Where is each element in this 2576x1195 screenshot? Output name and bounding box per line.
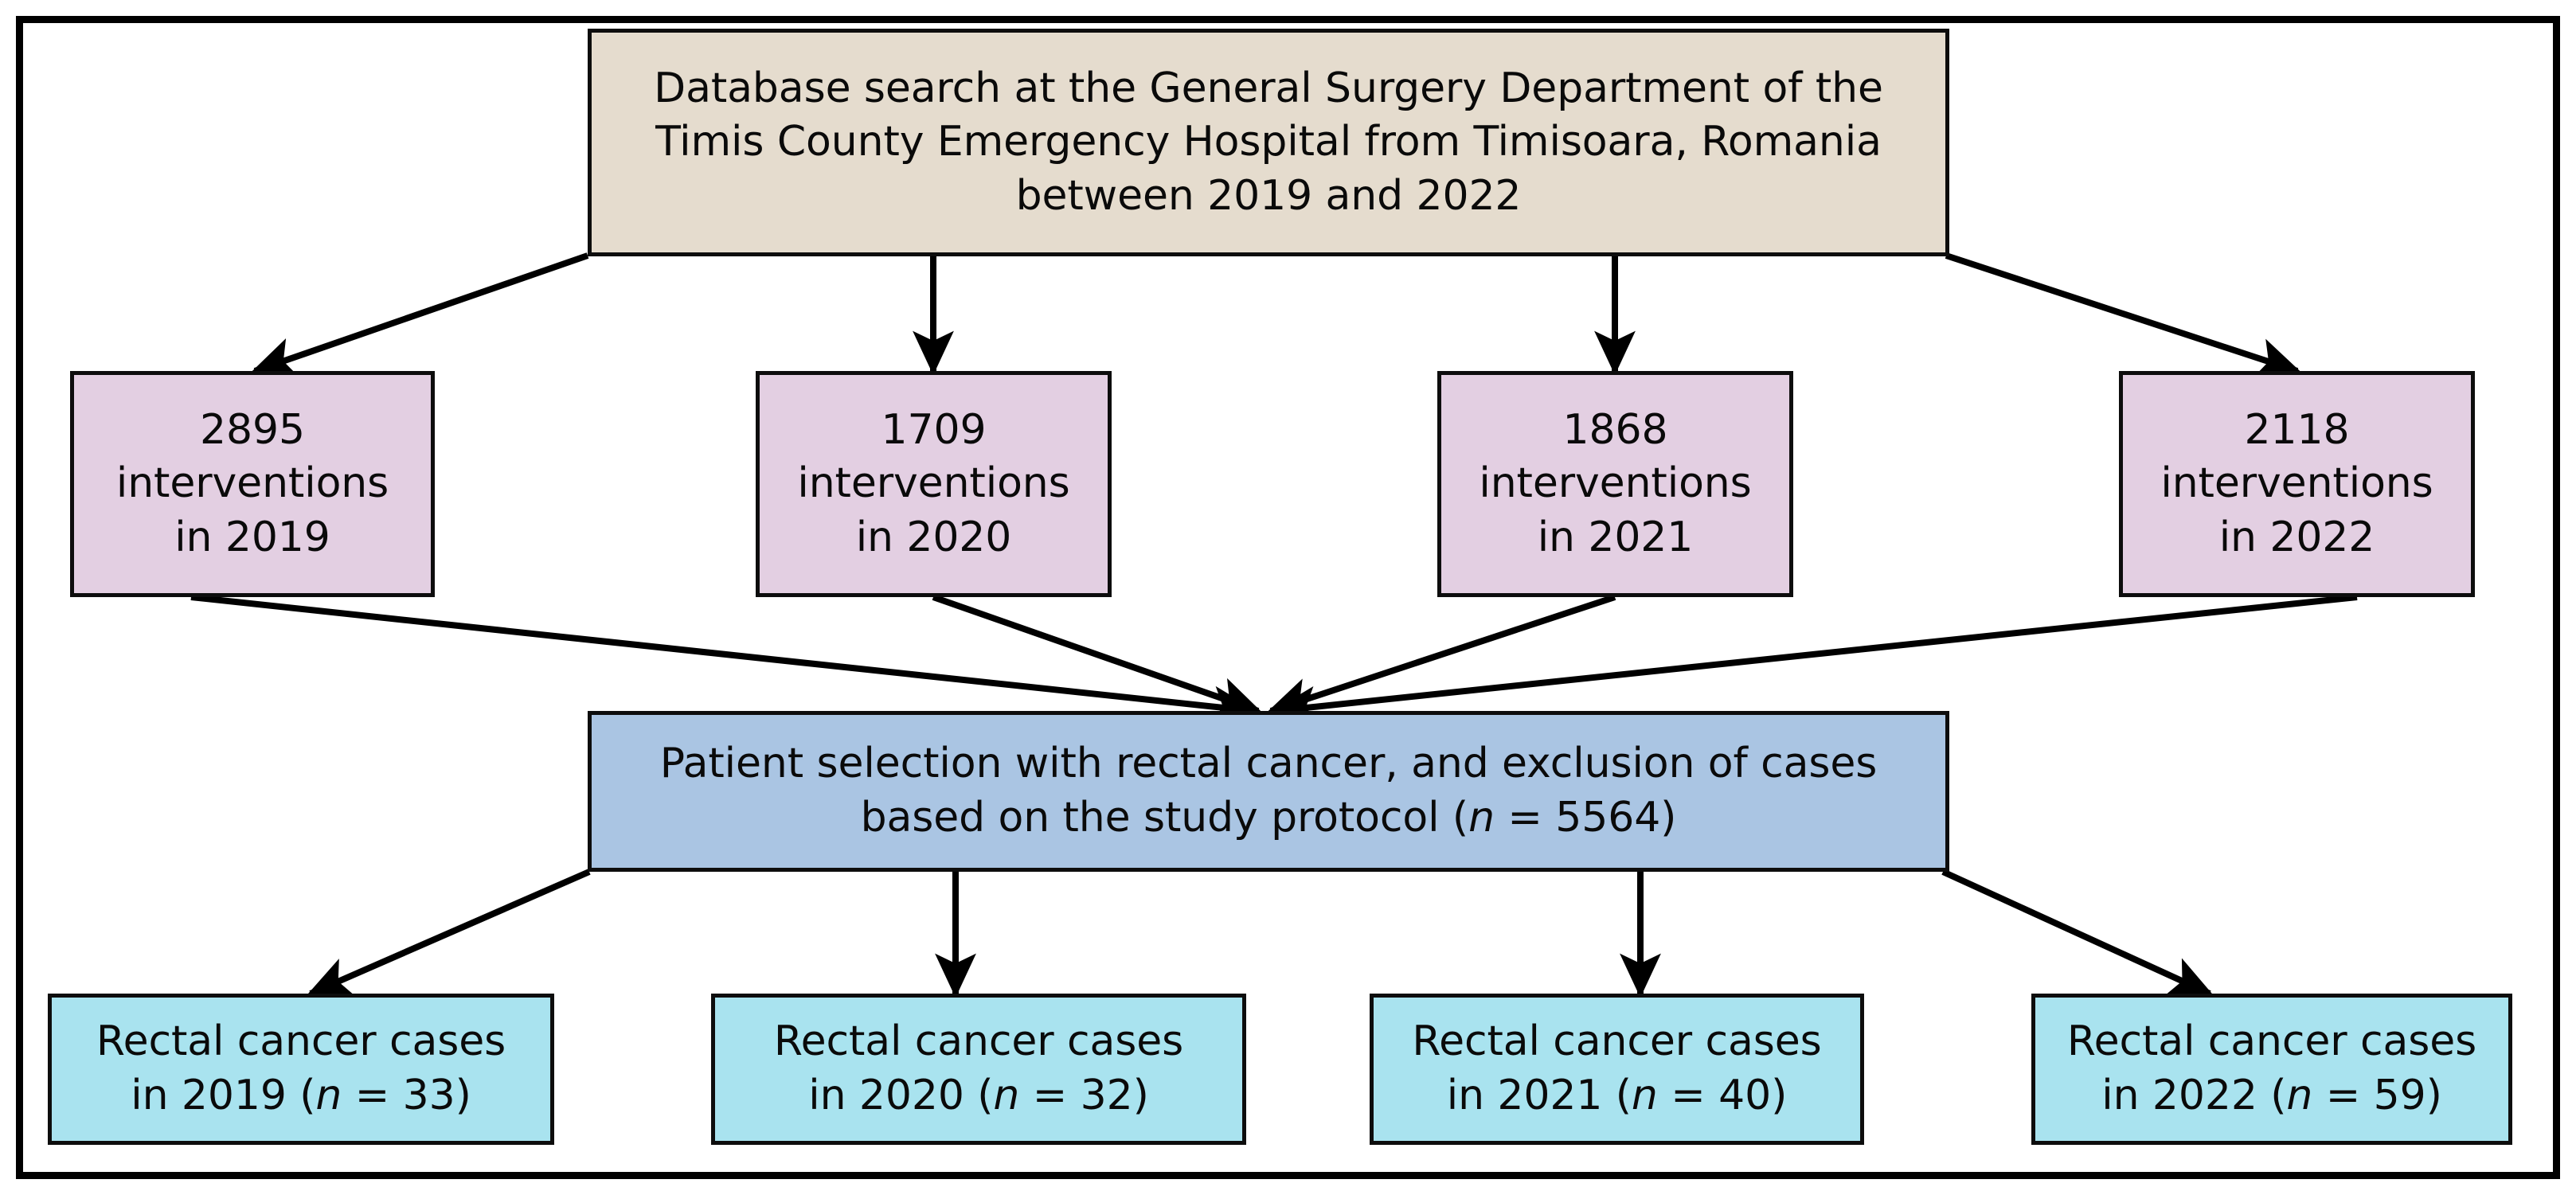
- arrows-years-to-selection: [190, 594, 2358, 728]
- selection-box-label: Patient selection with rectal cancer, an…: [592, 737, 1945, 845]
- arrow-source-to-2019: [251, 252, 589, 377]
- outcome-box-2019-label: Rectal cancer cases in 2019 (n = 33): [52, 1015, 550, 1123]
- outcome-2019-line2-prefix: in 2019 (: [131, 1072, 316, 1119]
- outcome-box-2022: Rectal cancer cases in 2022 (n = 59): [2031, 994, 2512, 1145]
- arrow-2022-to-selection: [1271, 594, 2358, 728]
- selection-n-symbol: n: [1468, 794, 1495, 842]
- outcome-2021-line2-suffix: = 40): [1657, 1072, 1788, 1119]
- outcome-box-2020: Rectal cancer cases in 2020 (n = 32): [711, 994, 1246, 1145]
- outcome-2020-line2-prefix: in 2020 (: [808, 1072, 994, 1119]
- year-box-2019: 2895 interventions in 2019: [70, 371, 435, 597]
- source-box: Database search at the General Surgery D…: [588, 29, 1949, 256]
- selection-line2-prefix: based on the study protocol (: [860, 794, 1469, 842]
- outcome-2021-line2-prefix: in 2021 (: [1446, 1072, 1632, 1119]
- outcome-2022-line2-suffix: = 59): [2312, 1072, 2442, 1119]
- arrow-selection-to-2019: [307, 869, 591, 997]
- year-box-2020: 1709 interventions in 2020: [756, 371, 1112, 597]
- year-box-2021: 1868 interventions in 2021: [1437, 371, 1793, 597]
- outcome-2019-line1: Rectal cancer cases: [96, 1017, 506, 1066]
- arrow-2019-to-selection: [190, 594, 1258, 728]
- arrow-source-to-2022: [1945, 252, 2302, 378]
- selection-line2-suffix: = 5564): [1494, 794, 1677, 842]
- year-box-2021-label: 1868 interventions in 2021: [1479, 405, 1752, 561]
- year-box-2022: 2118 interventions in 2022: [2119, 371, 2475, 597]
- outcome-2021-line1: Rectal cancer cases: [1412, 1017, 1822, 1066]
- outcome-box-2022-label: Rectal cancer cases in 2022 (n = 59): [2035, 1015, 2508, 1123]
- selection-line1: Patient selection with rectal cancer, an…: [659, 740, 1878, 788]
- outcome-2022-line1: Rectal cancer cases: [2066, 1017, 2477, 1066]
- outcome-2019-line2-suffix: = 33): [342, 1072, 471, 1119]
- arrows-selection-to-outcomes: [307, 869, 2214, 998]
- arrow-2020-to-selection: [932, 594, 1262, 717]
- outcome-box-2019: Rectal cancer cases in 2019 (n = 33): [48, 994, 554, 1145]
- outcome-2022-n-symbol: n: [2286, 1072, 2313, 1119]
- outcome-box-2020-label: Rectal cancer cases in 2020 (n = 32): [715, 1015, 1242, 1123]
- outcome-box-2021: Rectal cancer cases in 2021 (n = 40): [1370, 994, 1864, 1145]
- arrow-selection-to-2022: [1941, 869, 2214, 997]
- year-box-2019-label: 2895 interventions in 2019: [115, 405, 389, 561]
- outcome-2020-line1: Rectal cancer cases: [773, 1017, 1184, 1066]
- year-box-2020-label: 1709 interventions in 2020: [797, 405, 1070, 561]
- year-box-2022-label: 2118 interventions in 2022: [2160, 405, 2433, 561]
- arrows-source-to-years: [251, 252, 2302, 378]
- outcome-2020-n-symbol: n: [993, 1072, 1020, 1119]
- arrow-2021-to-selection: [1266, 594, 1616, 718]
- selection-box: Patient selection with rectal cancer, an…: [588, 711, 1949, 872]
- outcome-2022-line2-prefix: in 2022 (: [2101, 1072, 2287, 1119]
- outcome-2019-n-symbol: n: [315, 1072, 342, 1119]
- source-box-label: Database search at the General Surgery D…: [654, 64, 1883, 220]
- outcome-2021-n-symbol: n: [1631, 1072, 1658, 1119]
- outcome-2020-line2-suffix: = 32): [1019, 1072, 1149, 1119]
- outcome-box-2021-label: Rectal cancer cases in 2021 (n = 40): [1374, 1015, 1860, 1123]
